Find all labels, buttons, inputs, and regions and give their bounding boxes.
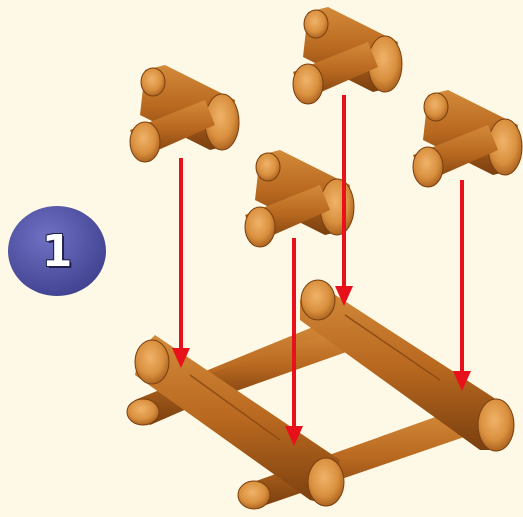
log-piece-icon xyxy=(412,90,523,188)
base-log-right-long xyxy=(300,279,515,452)
arrow-down-icon xyxy=(285,238,303,446)
step-badge: 1 xyxy=(7,205,107,297)
log-piece-icon xyxy=(129,65,240,163)
base-log-left-long xyxy=(134,335,345,507)
log-piece-icon xyxy=(244,150,355,248)
step-number: 1 xyxy=(41,225,73,277)
log-base-frame-icon xyxy=(126,279,515,510)
base-log-back-short xyxy=(190,330,352,402)
arrow-down-icon xyxy=(335,95,353,306)
step-badge-circle xyxy=(8,206,106,296)
log-piece-icon xyxy=(292,7,403,105)
arrow-down-icon xyxy=(453,180,471,391)
arrow-down-icon xyxy=(172,158,190,368)
